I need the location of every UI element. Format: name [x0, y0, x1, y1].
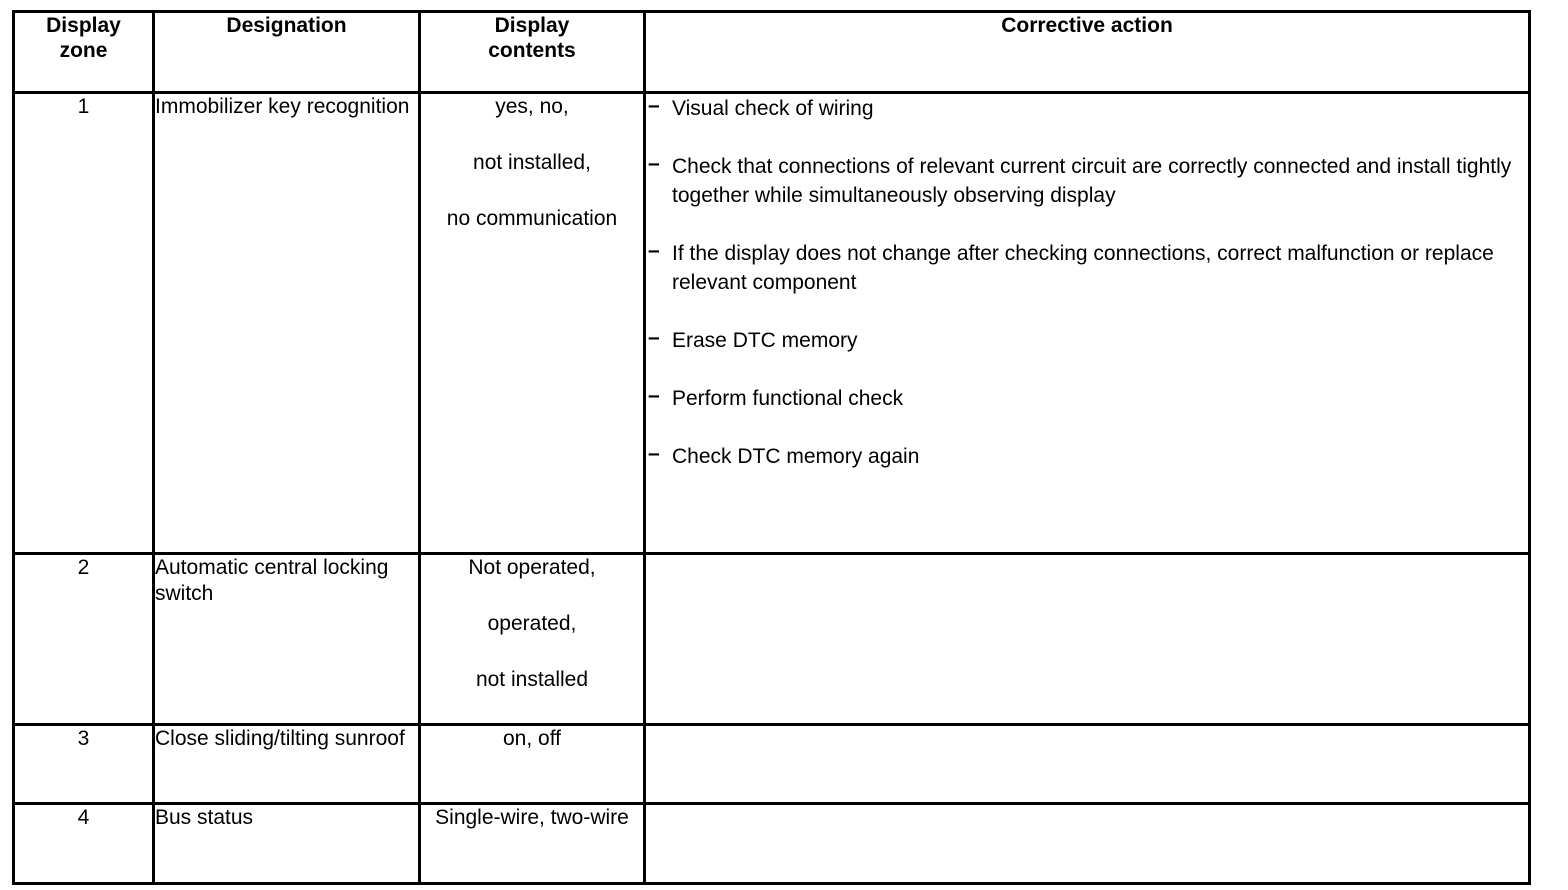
display-contents-item: Not operated,: [468, 556, 596, 579]
cell-display-contents: on, off: [418, 723, 646, 805]
column-header-designation-label: Designation: [226, 14, 347, 37]
display-contents-list: Not operated, operated, not installed: [421, 555, 643, 693]
table-row: 3 Close sliding/tilting sunroof on, off: [12, 723, 1531, 805]
cell-designation: Bus status: [152, 802, 421, 885]
corrective-action-item: – If the display does not change after c…: [646, 239, 1528, 297]
dash-bullet-icon: –: [648, 94, 660, 117]
corrective-action-text: Check that connections of relevant curre…: [672, 155, 1512, 207]
column-header-designation: Designation: [152, 10, 421, 94]
dash-bullet-icon: –: [648, 326, 660, 349]
designation-value: Close sliding/tilting sunroof: [155, 727, 405, 750]
display-contents-list: on, off: [421, 726, 643, 752]
display-zone-value: 1: [77, 95, 90, 118]
cell-corrective-action: – Visual check of wiring – Check that co…: [643, 91, 1531, 555]
display-contents-item: not installed,: [473, 151, 591, 174]
column-header-corrective-action-label: Corrective action: [1001, 14, 1173, 37]
designation-value: Bus status: [155, 806, 254, 829]
corrective-action-item: – Check DTC memory again: [646, 442, 1528, 471]
display-contents-item: yes, no,: [495, 95, 569, 118]
corrective-action-text: Visual check of wiring: [672, 97, 874, 120]
corrective-action-text: Erase DTC memory: [672, 329, 858, 352]
display-contents-item: operated,: [487, 612, 577, 635]
display-contents-list: yes, no, not installed, no communication: [421, 94, 643, 232]
cell-designation: Automatic central locking switch: [152, 552, 421, 726]
display-contents-item: no communication: [446, 207, 618, 230]
display-contents-item: on, off: [503, 727, 561, 750]
column-header-display-contents-line2: contents: [488, 39, 576, 62]
table-body: 1 Immobilizer key recognition yes, no, n…: [12, 91, 1531, 885]
table-row: 4 Bus status Single-wire, two-wire: [12, 802, 1531, 885]
table-row: 2 Automatic central locking switch Not o…: [12, 552, 1531, 726]
column-header-display-zone: Display zone: [12, 10, 155, 94]
table-row: 1 Immobilizer key recognition yes, no, n…: [12, 91, 1531, 555]
column-header-display-zone-line1: Display: [46, 14, 121, 37]
cell-corrective-action: [643, 802, 1531, 885]
corrective-action-item: – Visual check of wiring: [646, 94, 1528, 123]
corrective-action-text: Check DTC memory again: [672, 445, 920, 468]
diagnostic-display-table: Display zone Designation Display content…: [12, 10, 1531, 885]
column-header-display-contents-line1: Display: [494, 14, 570, 37]
display-zone-value: 4: [77, 806, 90, 829]
table-header: Display zone Designation Display content…: [12, 10, 1531, 94]
display-zone-value: 2: [77, 556, 90, 579]
display-contents-list: Single-wire, two-wire: [421, 805, 643, 831]
cell-display-contents: yes, no, not installed, no communication: [418, 91, 646, 555]
corrective-action-text: If the display does not change after che…: [672, 242, 1494, 294]
cell-corrective-action: [643, 552, 1531, 726]
cell-display-zone: 4: [12, 802, 155, 885]
corrective-action-item: – Check that connections of relevant cur…: [646, 152, 1528, 210]
table-header-row: Display zone Designation Display content…: [12, 10, 1531, 94]
cell-designation: Immobilizer key recognition: [152, 91, 421, 555]
corrective-action-item: – Perform functional check: [646, 384, 1528, 413]
dash-bullet-icon: –: [648, 384, 660, 407]
designation-value: Immobilizer key recognition: [155, 95, 410, 118]
dash-bullet-icon: –: [648, 239, 660, 262]
dash-bullet-icon: –: [648, 152, 660, 175]
column-header-display-contents: Display contents: [418, 10, 646, 94]
cell-display-zone: 1: [12, 91, 155, 555]
designation-value: Automatic central locking switch: [155, 556, 389, 605]
display-contents-item: not installed: [475, 668, 589, 691]
cell-designation: Close sliding/tilting sunroof: [152, 723, 421, 805]
corrective-action-text: Perform functional check: [672, 387, 904, 410]
display-zone-value: 3: [77, 727, 90, 750]
cell-display-zone: 3: [12, 723, 155, 805]
display-contents-item: Single-wire, two-wire: [435, 806, 629, 829]
cell-display-zone: 2: [12, 552, 155, 726]
column-header-display-zone-line2: zone: [59, 39, 108, 62]
corrective-action-list: – Visual check of wiring – Check that co…: [646, 94, 1528, 471]
corrective-action-item: – Erase DTC memory: [646, 326, 1528, 355]
cell-display-contents: Single-wire, two-wire: [418, 802, 646, 885]
dash-bullet-icon: –: [648, 442, 660, 465]
cell-corrective-action: [643, 723, 1531, 805]
column-header-corrective-action: Corrective action: [643, 10, 1531, 94]
cell-display-contents: Not operated, operated, not installed: [418, 552, 646, 726]
